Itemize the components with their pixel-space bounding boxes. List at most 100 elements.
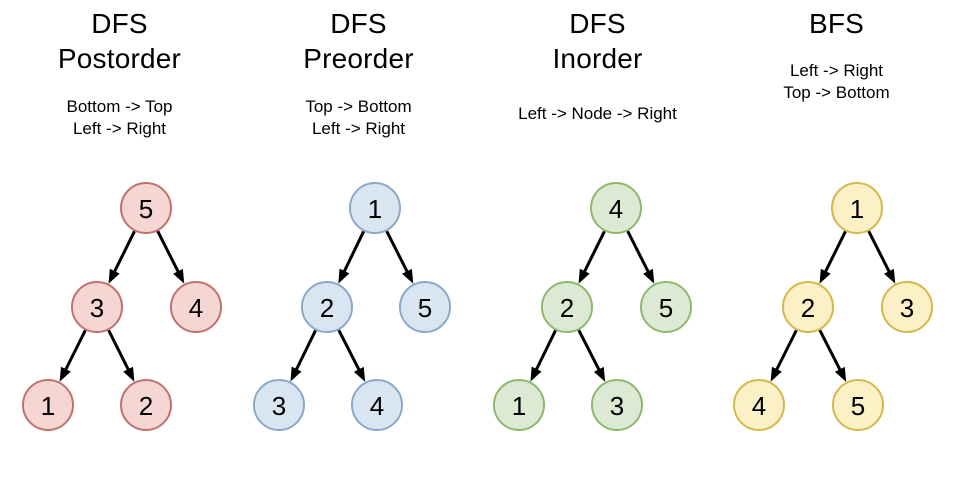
tree-node-label: 4 [752, 391, 766, 421]
tree-edge-arrowhead [338, 268, 350, 284]
tree-edge [626, 230, 651, 274]
tree-edge [823, 230, 847, 274]
tree-node-circle [591, 379, 643, 431]
tree-node[interactable]: 2 [782, 281, 834, 333]
tree-node-circle [590, 182, 642, 234]
tree-node[interactable]: 2 [301, 281, 353, 333]
tree-node-circle [640, 281, 692, 333]
tree-node[interactable]: 3 [71, 281, 123, 333]
tree-edge [534, 329, 557, 372]
tree-node-circle [120, 379, 172, 431]
tree-node-circle [541, 281, 593, 333]
column-title-line: BFS [808, 8, 865, 39]
tree-edge-arrowhead [108, 268, 120, 284]
tree-node-label: 4 [189, 293, 203, 323]
tree-node-label: 2 [320, 293, 334, 323]
tree-edge-arrowhead [123, 366, 135, 382]
tree-node-circle [831, 182, 883, 234]
tree-node-label: 4 [609, 194, 623, 224]
column-subtitle-line: Left -> Right [72, 119, 167, 138]
tree-node-circle [22, 379, 74, 431]
tree-node-label: 2 [139, 391, 153, 421]
tree-node[interactable]: 4 [590, 182, 642, 234]
column-title-line: DFS [91, 8, 148, 39]
tree-node[interactable]: 1 [831, 182, 883, 234]
tree-node-label: 1 [850, 194, 864, 224]
tree-node[interactable]: 4 [170, 281, 222, 333]
tree-node-label: 4 [370, 391, 384, 421]
tree-node-circle [351, 379, 403, 431]
tree-node-label: 5 [139, 194, 153, 224]
tree-edge [63, 329, 87, 372]
tree-node-circle [170, 281, 222, 333]
tree-node-label: 5 [418, 293, 432, 323]
tree-edges [290, 230, 414, 382]
column-subtitle-line: Bottom -> Top [66, 97, 173, 116]
column-title: DFS Preorder [239, 6, 478, 76]
tree-edge [112, 230, 136, 274]
tree-node-label: 1 [368, 194, 382, 224]
tree-node-circle [881, 281, 933, 333]
tree-edge-arrowhead [578, 268, 590, 284]
column-title-line: Inorder [552, 43, 643, 74]
tree-node[interactable]: 4 [351, 379, 403, 431]
tree-edges [530, 230, 655, 382]
tree-node[interactable]: 2 [541, 281, 593, 333]
tree-edge-arrowhead [643, 268, 655, 284]
tree-edge [385, 230, 410, 274]
tree-node-circle [253, 379, 305, 431]
tree-node-label: 3 [272, 391, 286, 421]
column-subtitle: Left -> Node -> Right [478, 103, 717, 125]
tree-node[interactable]: 5 [640, 281, 692, 333]
tree-edge [156, 230, 181, 274]
tree-edge-arrowhead [173, 268, 185, 284]
tree-node[interactable]: 1 [493, 379, 545, 431]
tree-edge-arrowhead [884, 268, 896, 284]
column-subtitle-line: Left -> Node -> Right [518, 104, 677, 123]
column-subtitle-line: Left -> Right [789, 61, 884, 80]
tree-edge-arrowhead [819, 268, 831, 284]
tree-node[interactable]: 3 [881, 281, 933, 333]
tree-node[interactable]: 4 [733, 379, 785, 431]
tree-edge-arrowhead [770, 366, 782, 382]
tree-node-circle [301, 281, 353, 333]
tree-node-label: 1 [41, 391, 55, 421]
tree-edge-arrowhead [530, 366, 542, 382]
tree-node[interactable]: 1 [22, 379, 74, 431]
column-title-line: Preorder [303, 43, 414, 74]
tree-node-label: 5 [851, 391, 865, 421]
tree-node-circle [493, 379, 545, 431]
tree-edge [774, 329, 798, 372]
tree-node-circle [399, 281, 451, 333]
tree-node-circle [733, 379, 785, 431]
tree-edge-arrowhead [59, 366, 71, 382]
tree-edges [770, 230, 896, 382]
column-title-line: DFS [330, 8, 387, 39]
tree-node[interactable]: 3 [253, 379, 305, 431]
tree-node-circle [349, 182, 401, 234]
column-subtitle-line: Top -> Bottom [305, 97, 412, 116]
column-subtitle-line: Top -> Bottom [783, 83, 890, 102]
binary-tree-graphic: 5 3 4 1 2 [22, 182, 222, 431]
tree-node-circle [832, 379, 884, 431]
tree-node[interactable]: 2 [120, 379, 172, 431]
tree-node-circle [71, 281, 123, 333]
tree-edge [107, 329, 131, 372]
tree-node[interactable]: 5 [399, 281, 451, 333]
column-title: BFS [717, 6, 956, 41]
binary-tree-graphic: 1 2 5 3 4 [253, 182, 451, 431]
tree-edge [342, 230, 366, 274]
tree-node[interactable]: 3 [591, 379, 643, 431]
tree-node-label: 1 [512, 391, 526, 421]
tree-node[interactable]: 5 [832, 379, 884, 431]
tree-node[interactable]: 1 [349, 182, 401, 234]
tree-node[interactable]: 5 [120, 182, 172, 234]
